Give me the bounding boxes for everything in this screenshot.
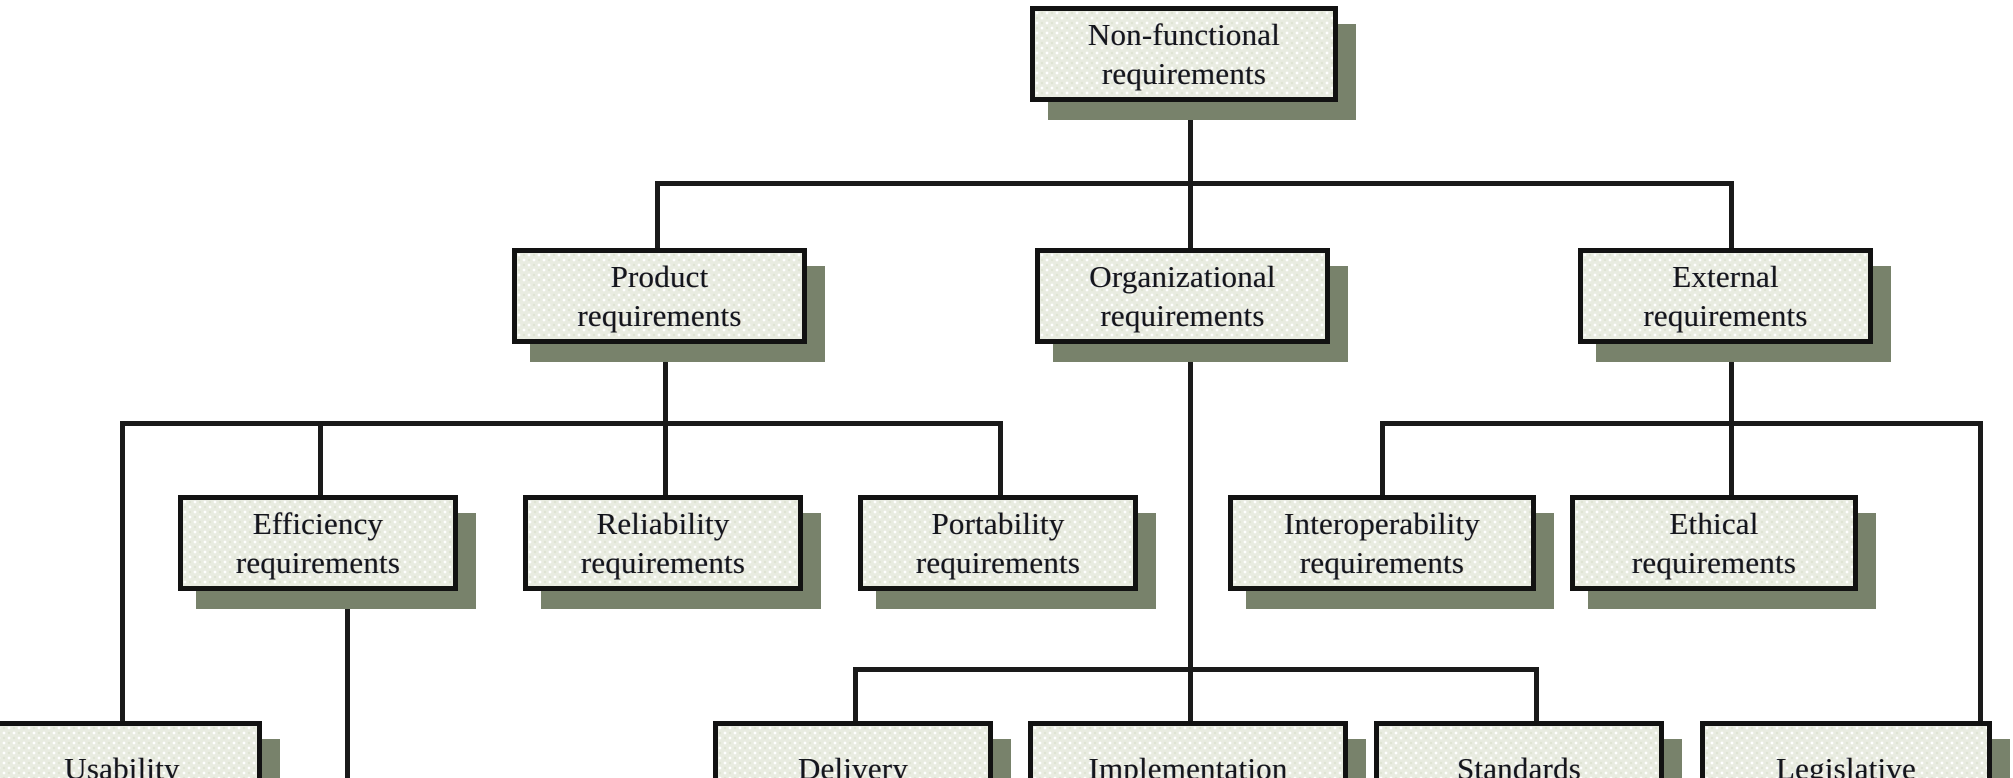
connector-organizational-to-delivery bbox=[853, 667, 858, 721]
node-non-functional-requirements[interactable]: Non-functional requirements bbox=[1030, 6, 1356, 120]
node-box: Usability bbox=[0, 721, 262, 778]
node-efficiency-requirements[interactable]: Efficiency requirements bbox=[178, 495, 476, 609]
node-box: Reliability requirements bbox=[523, 495, 803, 591]
node-label-line2: requirements bbox=[1299, 545, 1465, 580]
connector-product-to-reliability bbox=[663, 421, 668, 496]
connector-organizational-to-implementation bbox=[1188, 667, 1193, 721]
node-usability[interactable]: Usability bbox=[0, 721, 280, 778]
node-label-line1: Usability bbox=[64, 751, 180, 778]
node-label-line1: Organizational bbox=[1089, 258, 1276, 294]
node-legislative[interactable]: Legislative bbox=[1700, 721, 2010, 778]
node-label-line1: Delivery bbox=[797, 751, 909, 778]
connector-external-bus bbox=[1380, 421, 1983, 426]
node-box: Non-functional requirements bbox=[1030, 6, 1338, 102]
node-label-line1: Reliability bbox=[596, 505, 730, 541]
node-external-requirements[interactable]: External requirements bbox=[1578, 248, 1891, 362]
node-label-line2: requirements bbox=[1631, 545, 1797, 580]
node-box: Ethical requirements bbox=[1570, 495, 1858, 591]
node-portability-requirements[interactable]: Portability requirements bbox=[858, 495, 1156, 609]
node-label-line1: Efficiency bbox=[252, 505, 384, 541]
node-label-line2: requirements bbox=[577, 298, 742, 333]
node-box: Interoperability requirements bbox=[1228, 495, 1536, 591]
node-label-line1: Legislative bbox=[1776, 751, 1916, 778]
node-label-line2: requirements bbox=[1100, 298, 1265, 333]
node-implementation[interactable]: Implementation bbox=[1028, 721, 1366, 778]
node-box: Organizational requirements bbox=[1035, 248, 1330, 344]
node-label-line1: Portability bbox=[931, 505, 1065, 541]
connector-to-organizational bbox=[1188, 181, 1193, 248]
node-box: Delivery bbox=[713, 721, 993, 778]
connector-root-down bbox=[1188, 100, 1193, 184]
node-label-line1: External bbox=[1672, 258, 1779, 294]
connector-organizational-down bbox=[1188, 289, 1193, 671]
node-standards[interactable]: Standards bbox=[1374, 721, 1682, 778]
connector-product-to-portability bbox=[998, 421, 1003, 496]
node-reliability-requirements[interactable]: Reliability requirements bbox=[523, 495, 821, 609]
connector-efficiency-down bbox=[345, 590, 350, 778]
node-label-line1: Standards bbox=[1456, 751, 1582, 778]
node-ethical-requirements[interactable]: Ethical requirements bbox=[1570, 495, 1876, 609]
connector-product-bus bbox=[120, 421, 1002, 426]
connector-product-to-efficiency bbox=[318, 421, 323, 496]
node-box: Portability requirements bbox=[858, 495, 1138, 591]
connector-to-product bbox=[655, 181, 660, 248]
node-label-line1: Non-functional bbox=[1087, 16, 1281, 52]
node-label-line1: Interoperability bbox=[1283, 505, 1480, 541]
connector-external-to-legislative bbox=[1978, 421, 1983, 721]
connector-external-to-interoperability bbox=[1380, 421, 1385, 496]
node-label-line1: Implementation bbox=[1088, 751, 1288, 778]
connector-product-to-usability bbox=[120, 421, 125, 721]
node-box: External requirements bbox=[1578, 248, 1873, 344]
node-interoperability-requirements[interactable]: Interoperability requirements bbox=[1228, 495, 1554, 609]
node-box: Implementation bbox=[1028, 721, 1348, 778]
node-delivery[interactable]: Delivery bbox=[713, 721, 1011, 778]
connector-organizational-to-standards bbox=[1534, 667, 1539, 721]
node-product-requirements[interactable]: Product requirements bbox=[512, 248, 825, 362]
connector-external-to-ethical bbox=[1729, 421, 1734, 496]
node-label-line2: requirements bbox=[1643, 298, 1808, 333]
node-box: Product requirements bbox=[512, 248, 807, 344]
node-label-line1: Ethical bbox=[1669, 505, 1759, 541]
node-label-line2: requirements bbox=[580, 545, 746, 580]
node-label-line1: Product bbox=[610, 258, 709, 294]
node-box: Efficiency requirements bbox=[178, 495, 458, 591]
node-organizational-requirements[interactable]: Organizational requirements bbox=[1035, 248, 1348, 362]
connector-level2-bus bbox=[655, 181, 1734, 186]
node-box: Standards bbox=[1374, 721, 1664, 778]
node-label-line2: requirements bbox=[1101, 56, 1267, 91]
node-label-line2: requirements bbox=[915, 545, 1081, 580]
node-box: Legislative bbox=[1700, 721, 1992, 778]
connector-to-external bbox=[1729, 181, 1734, 248]
connector-organizational-bus bbox=[853, 667, 1539, 672]
node-label-line2: requirements bbox=[235, 545, 401, 580]
